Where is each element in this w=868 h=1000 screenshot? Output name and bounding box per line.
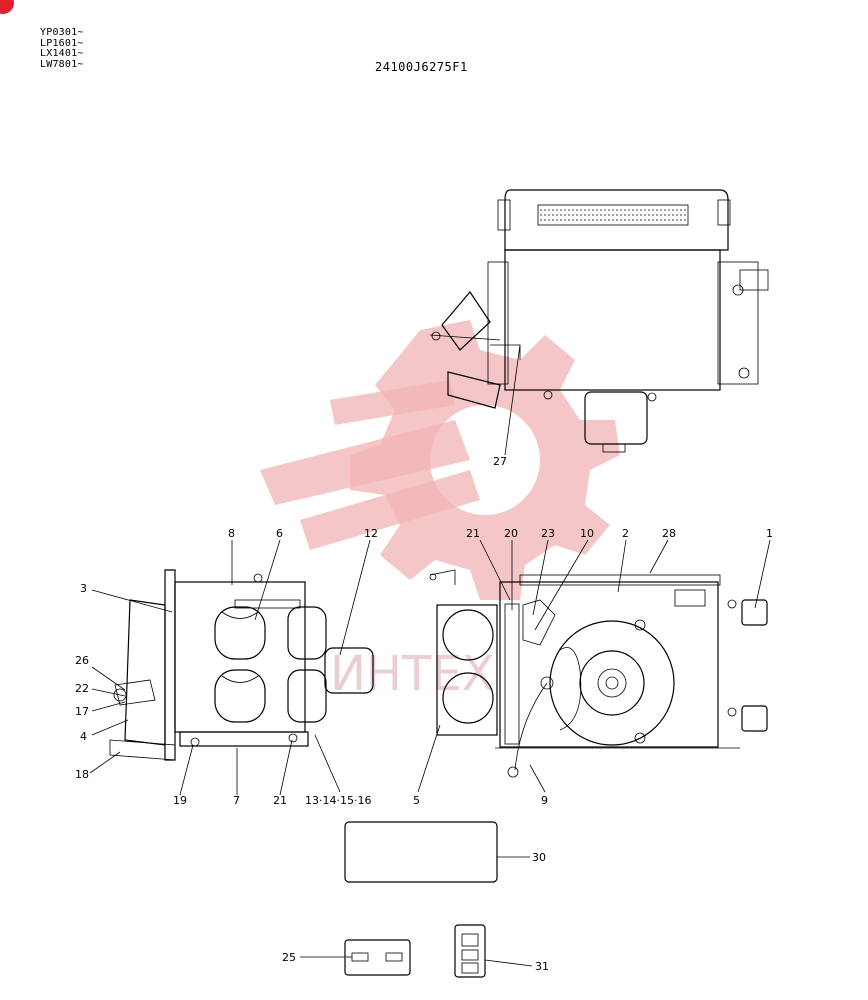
callout-4: 4 <box>80 730 87 743</box>
callout-6: 6 <box>276 527 283 540</box>
callout-1: 1 <box>766 527 773 540</box>
corner-mark <box>0 0 14 14</box>
callout-12: 12 <box>364 527 378 540</box>
callout-31: 31 <box>535 960 549 973</box>
serial-line: LX1401~ <box>40 48 84 59</box>
serial-range-block: YP0301~ LP1601~ LX1401~ LW7801~ <box>40 27 84 70</box>
callout-8: 8 <box>228 527 235 540</box>
serial-line: LW7801~ <box>40 58 84 70</box>
right-leader-lines <box>417 539 771 793</box>
callout-20: 20 <box>504 527 518 540</box>
callout-21: 21 <box>466 527 480 540</box>
top-heater-assembly <box>429 189 769 456</box>
callout-21: 21 <box>273 794 287 807</box>
callout-17: 17 <box>75 705 89 718</box>
callout-30: 30 <box>532 851 546 864</box>
right-heater-assembly <box>429 569 768 778</box>
switch-decal-31 <box>454 924 533 978</box>
callout-27: 27 <box>493 455 507 468</box>
callout-9: 9 <box>541 794 548 807</box>
serial-line: YP0301~ <box>40 27 84 38</box>
drawing-number: 24100J6275F1 <box>375 60 468 74</box>
arrow-decal-25 <box>300 939 411 976</box>
left-leader-lines <box>89 539 371 796</box>
callout-23: 23 <box>541 527 555 540</box>
callout-22: 22 <box>75 682 89 695</box>
callout-3: 3 <box>80 582 87 595</box>
callout-13-14-15-16: 13·14·15·16 <box>305 794 371 807</box>
watermark-logo <box>260 320 620 600</box>
label-plate-30 <box>344 821 530 883</box>
callout-10: 10 <box>580 527 594 540</box>
left-duct-assembly <box>109 569 374 761</box>
serial-line: LP1601~ <box>40 37 84 49</box>
callout-5: 5 <box>413 794 420 807</box>
callout-25: 25 <box>282 951 296 964</box>
callout-28: 28 <box>662 527 676 540</box>
callout-2: 2 <box>622 527 629 540</box>
callout-7: 7 <box>233 794 240 807</box>
callout-26: 26 <box>75 654 89 667</box>
callout-19: 19 <box>173 794 187 807</box>
callout-18: 18 <box>75 768 89 781</box>
